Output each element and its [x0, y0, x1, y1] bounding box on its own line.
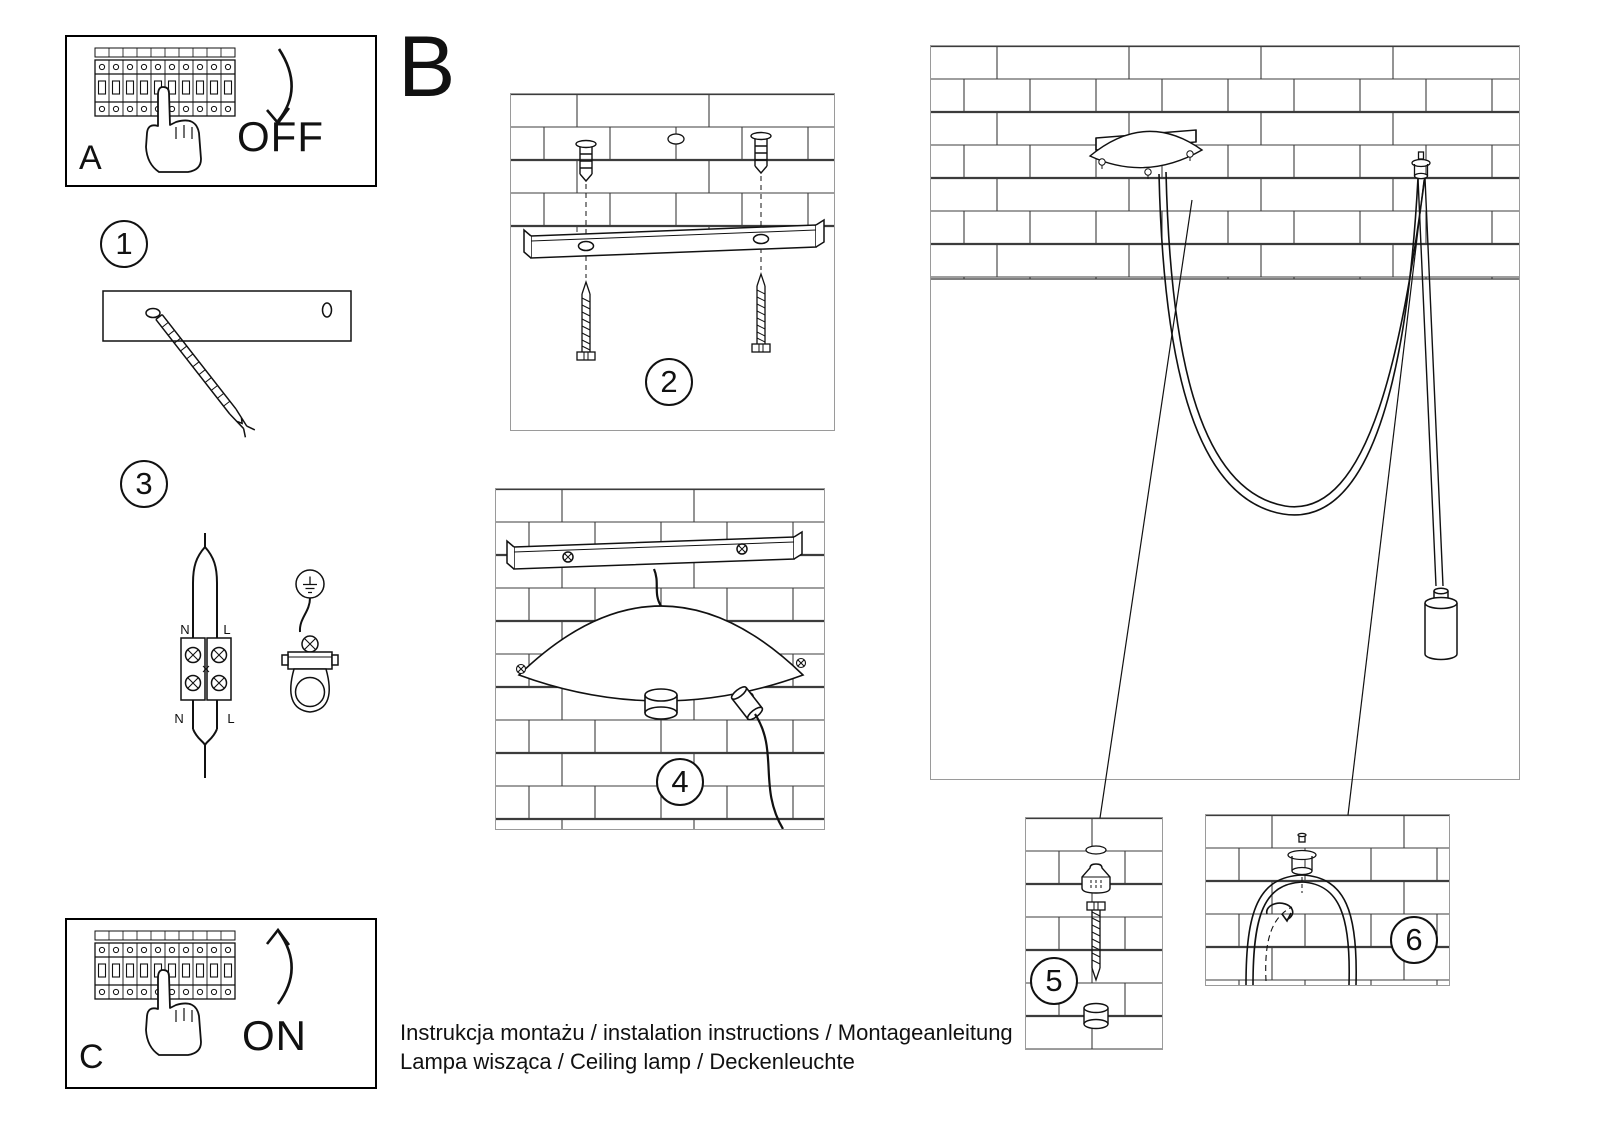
bracket-hole [145, 307, 161, 319]
step-2-badge: 2 [645, 358, 693, 406]
terminal-block [180, 637, 232, 701]
loop-grip [1287, 832, 1317, 893]
cable-grip [644, 688, 678, 720]
on-label: ON [242, 1012, 307, 1059]
main-assembly-panel [930, 45, 1520, 780]
breaker-on-illustration [94, 927, 293, 1056]
terminal-block-group: N L N L [174, 533, 235, 778]
wire [192, 533, 218, 638]
cable [652, 568, 662, 607]
panel-letter-a: A [79, 139, 102, 177]
mounting-screw [751, 273, 771, 353]
wall-plug-anchor [155, 313, 256, 438]
step-3-wiring-drawing: N L N L [174, 533, 339, 778]
label-l-top: L [223, 622, 230, 637]
power-on-box: ON C [65, 918, 377, 1089]
mounting-bracket-installed [506, 530, 803, 570]
alignment-line [585, 176, 762, 278]
footer-line-2: Lampa wisząca / Ceiling lamp / Deckenleu… [400, 1049, 855, 1075]
bracket-hole-right [321, 302, 333, 318]
step-1-drawing [102, 290, 352, 438]
main-assembly-drawing [931, 46, 1519, 661]
off-label: OFF [237, 113, 324, 160]
canopy [515, 605, 807, 721]
step-4-badge: 4 [656, 758, 704, 806]
bracket-bar [102, 290, 352, 342]
mounting-screw [576, 281, 596, 361]
step-3-badge: 3 [120, 460, 168, 508]
arrow-down-icon [266, 48, 293, 126]
panel-letter-c: C [79, 1038, 104, 1076]
step-4-panel [495, 488, 825, 830]
ground-clamp-group [281, 569, 339, 713]
step-5-drawing [1026, 818, 1162, 1049]
footer-line-1: Instrukcja montażu / instalation instruc… [400, 1020, 1013, 1045]
grip-cap [1081, 863, 1111, 894]
step-1-badge: 1 [100, 220, 148, 268]
footer: Instrukcja montażu / instalation instruc… [400, 1018, 1013, 1076]
step-5-panel [1025, 817, 1163, 1050]
arrow-up-icon [265, 927, 293, 1005]
rotate-arrow-icon [1265, 902, 1294, 923]
power-off-box: OFF A [65, 35, 377, 187]
step-6-badge: 6 [1390, 916, 1438, 964]
wall-hole [667, 133, 685, 145]
wire [192, 700, 218, 778]
end-cap [1083, 1002, 1109, 1030]
brick-wall [931, 46, 1519, 279]
brick-wall [511, 94, 834, 232]
label-n-bottom: N [174, 711, 183, 726]
installed-canopy [1088, 129, 1204, 179]
pendant-socket [1424, 587, 1458, 661]
label-n-top: N [180, 622, 189, 637]
label-l-bottom: L [227, 711, 234, 726]
side-connector [730, 686, 764, 721]
ceiling-hook-grip [1411, 151, 1431, 180]
breaker-off-illustration [94, 47, 293, 173]
step-5-badge: 5 [1030, 957, 1078, 1005]
pendant-cable [754, 713, 784, 829]
washer [1085, 845, 1107, 855]
section-letter-b: B [398, 19, 456, 115]
step-2-drawing [511, 94, 834, 361]
hidden-edge [1265, 906, 1293, 982]
mounting-bracket [523, 218, 825, 259]
cable-clamp [281, 635, 339, 713]
